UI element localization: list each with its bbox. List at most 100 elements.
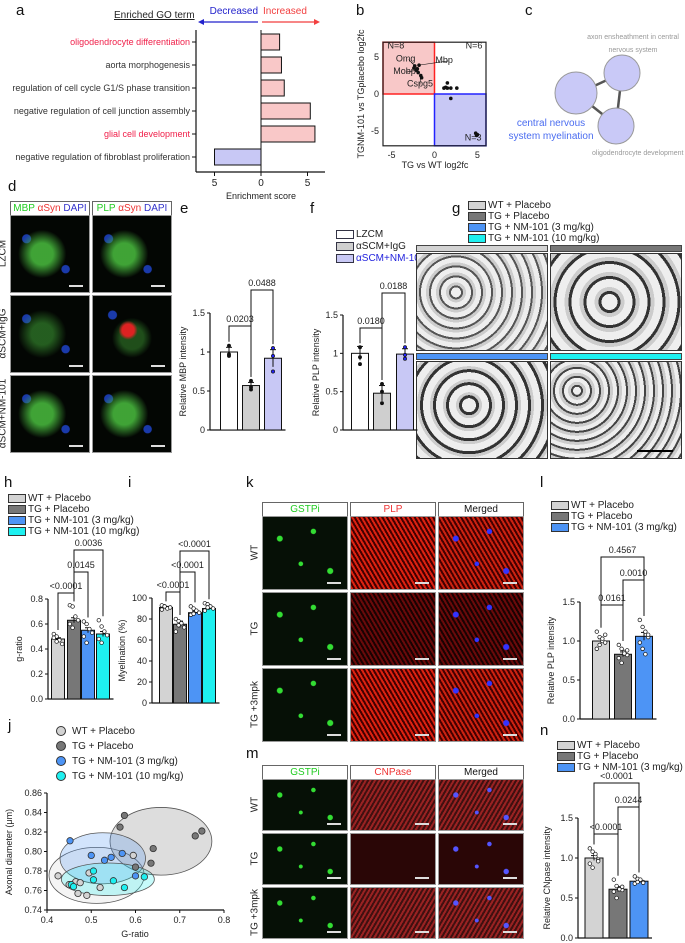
go-term-label: negative regulation of fibroblast prolif…: [15, 152, 190, 162]
j-data-point: [191, 832, 199, 840]
i-data-point: [168, 605, 173, 610]
a-bar: [260, 125, 316, 143]
l-data-point: [600, 636, 605, 641]
panel_m-header: CNPase: [350, 765, 436, 780]
n-bar: [584, 857, 604, 939]
panel-label-m: m: [246, 745, 259, 762]
e-p-value: 0.0488: [248, 278, 276, 288]
legend-item: TG + Placebo: [571, 511, 633, 522]
e-ytick-label: 1: [200, 347, 205, 357]
j-xtick-label: 0.8: [218, 915, 231, 925]
h-data-point: [105, 633, 110, 638]
l-data-point: [616, 642, 621, 648]
i-data-point: [182, 625, 187, 630]
e-ylabel: Relative MBP intensity: [178, 326, 188, 416]
j-data-point: [118, 849, 126, 858]
l-data-point: [594, 629, 599, 634]
i-data-point: [173, 616, 178, 622]
l-p-value: 0.0161: [598, 593, 626, 603]
h-bar: [81, 629, 95, 700]
increased-arrow-head: [314, 19, 320, 25]
panel_k-row-label: TG: [249, 621, 261, 636]
n-p-value: <0.0001: [590, 822, 623, 832]
e-significance-bracket: [250, 289, 274, 377]
panel_m-row-label: TG +3mpk: [249, 889, 261, 936]
scale-bar: [327, 823, 341, 825]
l-data-point: [646, 632, 651, 637]
node-label-cns-myelination: central nervous system myelination: [508, 118, 594, 142]
i-significance-bracket: [179, 550, 210, 615]
j-ytick-label: 0.78: [24, 866, 42, 876]
legend-item: WT + Placebo: [488, 200, 551, 211]
b-plot-frame: [382, 41, 487, 147]
h-data-point: [70, 604, 75, 609]
j-xlabel: G-ratio: [121, 929, 149, 939]
h-ytick-label: 0.0: [30, 694, 43, 704]
i-ytick-label: 0: [142, 698, 147, 708]
l-bar: [592, 640, 610, 720]
panel-label-n: n: [540, 722, 549, 739]
a-xtick-label: 0: [258, 178, 264, 189]
panel_k-micrograph: [262, 592, 348, 666]
l-data-point: [643, 652, 648, 657]
scale-bar: [415, 823, 429, 825]
a-bar: [260, 102, 311, 120]
n-data-point: [611, 877, 616, 882]
n-data-point: [641, 880, 646, 885]
gene-label-line: [419, 75, 422, 85]
l-data-point: [597, 642, 602, 648]
em-image-tg: [550, 253, 682, 351]
h-data-point: [73, 614, 78, 619]
i-bar: [159, 606, 173, 704]
panel_m-micrograph: [438, 833, 524, 885]
go-term-label: negative regulation of cell junction ass…: [14, 106, 191, 116]
j-ytick-label: 0.76: [24, 886, 42, 896]
b-xtick-label: 5: [475, 150, 480, 160]
legend-item: αSCM+NM-101: [356, 253, 426, 264]
scale-bar: [503, 823, 517, 825]
i-bar: [188, 612, 202, 704]
l-data-point: [643, 629, 648, 634]
b-ytick-label: 5: [374, 52, 379, 62]
stain-plp: PLP: [96, 203, 116, 214]
panel-label-b: b: [356, 2, 365, 19]
panel_m-micrograph: [350, 779, 436, 831]
stain-dapi: DAPI: [63, 203, 87, 214]
l-data-point: [619, 660, 624, 665]
node-label-oligodendrocyte-development: oligodendrocyte development: [592, 150, 684, 157]
j-data-point: [149, 844, 157, 853]
stain-mbp: MBP: [13, 203, 35, 214]
f-ytick-label: 0.5: [325, 387, 338, 397]
i-data-point: [176, 618, 181, 624]
i-bar: [173, 623, 187, 704]
l-data-point: [637, 640, 642, 645]
f-ylabel: Relative PLP intensity: [311, 328, 321, 416]
panel_k-micrograph: [438, 668, 524, 742]
panel_d-micrograph: [92, 215, 172, 293]
panel_m-micrograph: [438, 887, 524, 939]
go-term-label: glial cell development: [104, 129, 191, 139]
j-data-point: [140, 873, 148, 881]
a-bar: [260, 56, 282, 74]
legend-item: WT + Placebo: [571, 500, 634, 511]
scale-bar: [503, 931, 517, 933]
panel_k-header: PLP: [350, 502, 436, 517]
l-significance-bracket: [600, 556, 645, 628]
panel_k-header: Merged: [438, 502, 524, 517]
panel_k-micrograph: [438, 592, 524, 666]
panel_m-row-label: TG: [249, 851, 261, 866]
legend-item: TG + NM-101 (10 mg/kg): [72, 771, 184, 782]
l-data-point: [640, 624, 645, 630]
j-ytick-label: 0.74: [24, 905, 42, 915]
panel-label-k: k: [246, 474, 254, 491]
l-data-point: [619, 646, 624, 651]
b-xtick-label: 0: [432, 150, 437, 160]
h-data-point: [51, 635, 56, 640]
legend-item: WT + Placebo: [577, 740, 640, 751]
panel_k-micrograph: [438, 516, 524, 590]
b-xtick-label: -5: [388, 150, 396, 160]
panel_d-row-label: αSCM+IgG: [0, 308, 9, 359]
n-data-point: [590, 849, 595, 854]
e-data-point: [271, 346, 275, 351]
